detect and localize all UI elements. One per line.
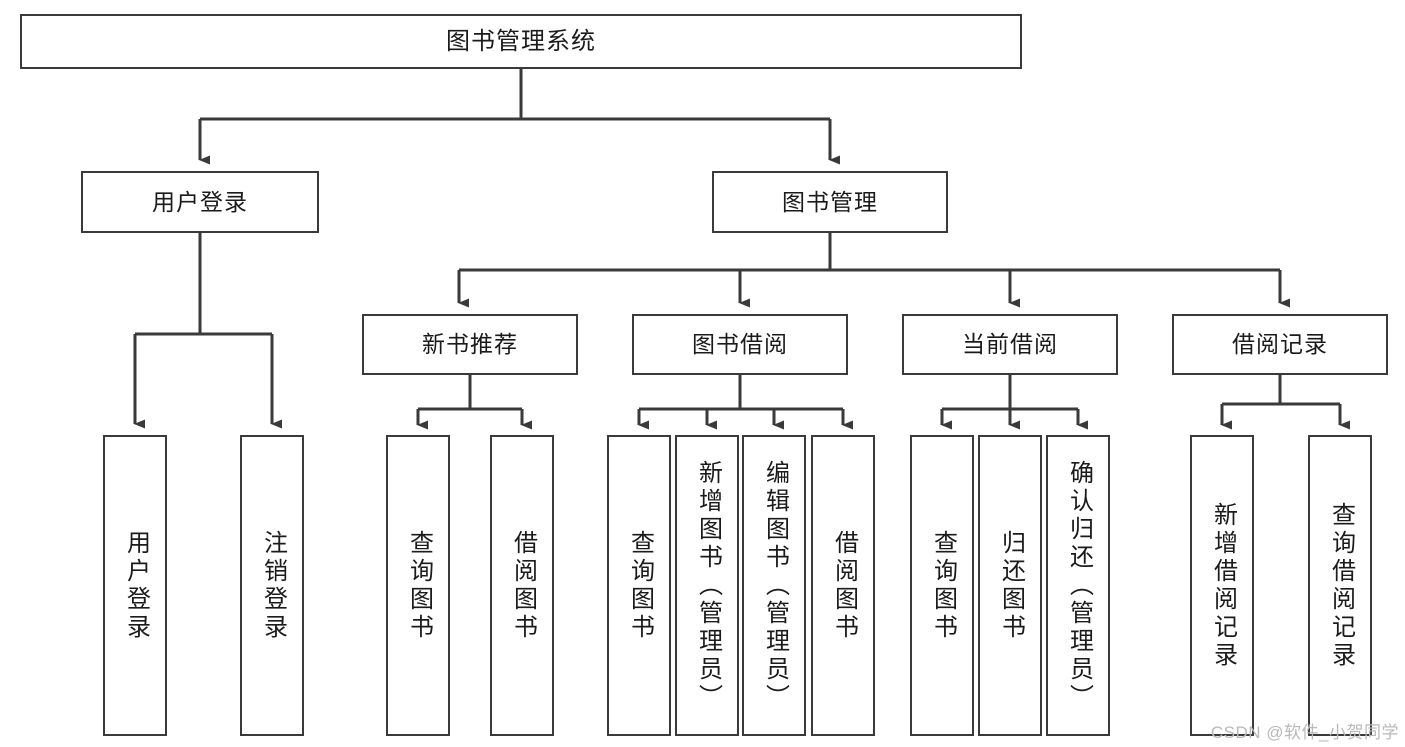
node-leaf-query-record-label: 查询借阅记录 — [1327, 501, 1355, 670]
node-book-borrow-label: 图书借阅 — [692, 331, 788, 358]
node-leaf-query-book-2[interactable]: 查询图书 — [607, 435, 671, 736]
node-leaf-user-login[interactable]: 用户登录 — [103, 435, 167, 736]
node-current-borrow-label: 当前借阅 — [962, 331, 1058, 358]
node-leaf-query-book-2-label: 查询图书 — [626, 529, 654, 642]
node-leaf-return-book[interactable]: 归还图书 — [978, 435, 1042, 736]
node-leaf-edit-book[interactable]: 编辑图书（管理员） — [742, 435, 806, 736]
node-leaf-query-book-1-label: 查询图书 — [405, 529, 433, 642]
node-new-book-recommend-label: 新书推荐 — [422, 331, 518, 358]
node-leaf-query-book-3-label: 查询图书 — [929, 529, 957, 642]
node-borrow-record[interactable]: 借阅记录 — [1172, 314, 1388, 375]
node-root-label: 图书管理系统 — [446, 27, 596, 55]
node-user-login-label: 用户登录 — [152, 188, 248, 215]
node-leaf-borrow-book-2-label: 借阅图书 — [830, 529, 858, 642]
node-leaf-user-login-label: 用户登录 — [122, 529, 150, 642]
node-borrow-record-label: 借阅记录 — [1232, 331, 1328, 358]
node-book-borrow[interactable]: 图书借阅 — [632, 314, 848, 375]
node-leaf-add-book[interactable]: 新增图书（管理员） — [675, 435, 739, 736]
watermark: CSDN @软件_小贺同学 — [1210, 723, 1399, 742]
node-leaf-borrow-book-1-label: 借阅图书 — [509, 529, 537, 642]
node-leaf-add-record-label: 新增借阅记录 — [1209, 501, 1237, 670]
node-leaf-logout-label: 注销登录 — [259, 529, 287, 642]
node-user-login[interactable]: 用户登录 — [81, 171, 319, 233]
node-leaf-add-record[interactable]: 新增借阅记录 — [1190, 435, 1254, 736]
node-current-borrow[interactable]: 当前借阅 — [902, 314, 1118, 375]
node-leaf-logout[interactable]: 注销登录 — [240, 435, 304, 736]
node-leaf-return-book-label: 归还图书 — [997, 529, 1025, 642]
node-leaf-confirm-return[interactable]: 确认归还（管理员） — [1046, 435, 1110, 736]
node-book-management[interactable]: 图书管理 — [712, 171, 948, 233]
node-root[interactable]: 图书管理系统 — [20, 14, 1022, 69]
node-leaf-query-book-1[interactable]: 查询图书 — [386, 435, 450, 736]
node-leaf-edit-book-label: 编辑图书（管理员） — [761, 459, 789, 712]
node-leaf-borrow-book-2[interactable]: 借阅图书 — [811, 435, 875, 736]
node-leaf-confirm-return-label: 确认归还（管理员） — [1065, 459, 1093, 712]
node-leaf-query-book-3[interactable]: 查询图书 — [910, 435, 974, 736]
node-new-book-recommend[interactable]: 新书推荐 — [362, 314, 578, 375]
node-book-management-label: 图书管理 — [782, 188, 878, 215]
node-leaf-query-record[interactable]: 查询借阅记录 — [1308, 435, 1372, 736]
node-leaf-borrow-book-1[interactable]: 借阅图书 — [490, 435, 554, 736]
node-leaf-add-book-label: 新增图书（管理员） — [694, 459, 722, 712]
